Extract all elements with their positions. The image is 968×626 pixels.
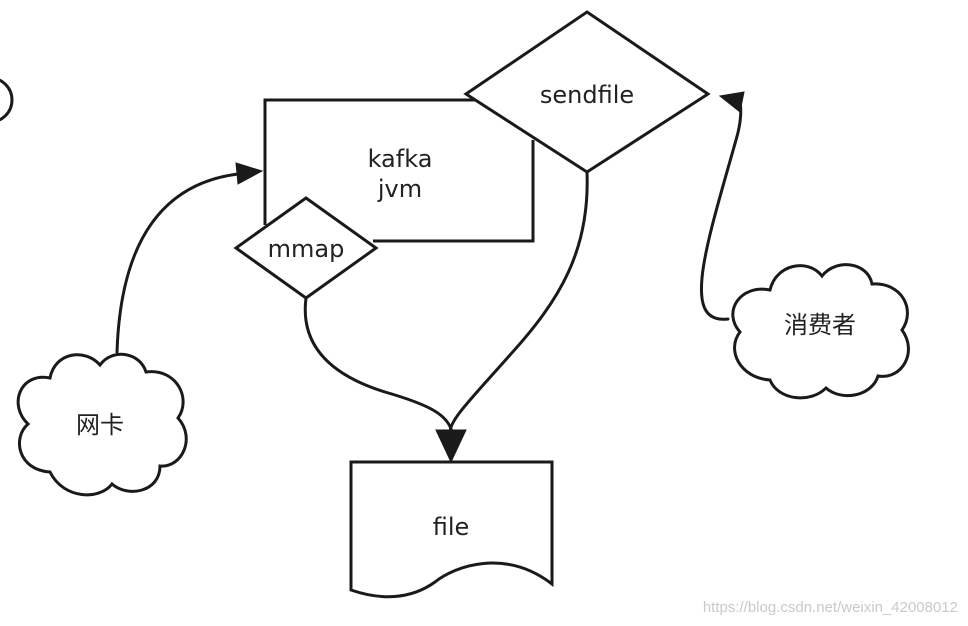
kafka-label: kafka bbox=[368, 145, 433, 173]
edge-mmap-to-file bbox=[303, 296, 454, 434]
consumer-cloud bbox=[731, 263, 910, 400]
mmap-label: mmap bbox=[268, 235, 345, 263]
file-label: file bbox=[433, 513, 470, 541]
jvm-label: jvm bbox=[377, 175, 422, 203]
edge-nic-to-kafka bbox=[115, 172, 240, 354]
edge-partial-circle bbox=[0, 78, 14, 122]
consumer-label: 消费者 bbox=[784, 311, 856, 339]
arrowhead-to-file bbox=[435, 429, 467, 464]
file-document bbox=[349, 460, 554, 599]
edge-consumer-to-sendfile bbox=[699, 98, 743, 321]
sendfile-label: sendfile bbox=[540, 81, 634, 109]
consumer-node: 消费者 bbox=[731, 263, 910, 400]
arrowhead-to-sendfile bbox=[718, 91, 745, 113]
kafka-jvm-box bbox=[263, 98, 535, 243]
watermark: https://blog.csdn.net/weixin_42008012 bbox=[703, 599, 958, 616]
edge-sendfile-to-file bbox=[448, 170, 589, 434]
kafka-jvm-node: kafka jvm bbox=[263, 98, 535, 243]
nic-cloud bbox=[16, 352, 188, 497]
sendfile-node: sendfile bbox=[463, 10, 711, 174]
file-node: file bbox=[349, 460, 554, 599]
nic-label: 网卡 bbox=[76, 411, 124, 439]
nic-node: 网卡 bbox=[16, 352, 188, 497]
arrowhead-nic-to-kafka bbox=[235, 162, 264, 185]
mmap-node: mmap bbox=[233, 196, 379, 300]
